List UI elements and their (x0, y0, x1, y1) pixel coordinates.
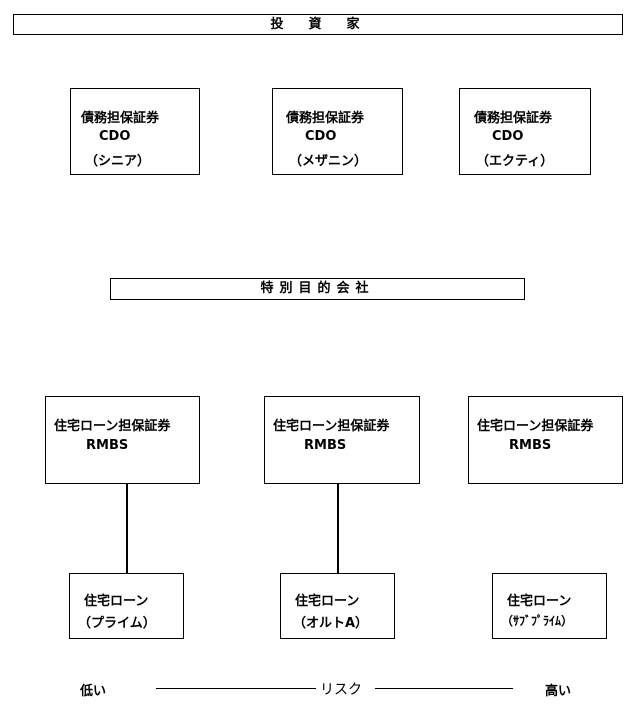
cdo-title: 債務担保証券 (286, 111, 365, 126)
spv-bar: 特別目的会社 (110, 278, 525, 300)
cdo-title: 債務担保証券 (81, 111, 160, 126)
rmbs-code: RMBS (86, 438, 129, 453)
risk-rule-right (375, 688, 513, 689)
investors-bar: 投 資 家 (13, 14, 623, 35)
risk-high-label: 高い (545, 684, 572, 699)
cdo-code: CDO (99, 129, 131, 144)
connector-line-1 (126, 484, 128, 573)
rmbs-title: 住宅ローン担保証券 (54, 419, 171, 434)
risk-label: リスク (320, 682, 362, 698)
rmbs-box-3: 住宅ローン担保証券 RMBS (468, 396, 623, 484)
loan-title: 住宅ローン (84, 594, 149, 609)
loan-box-subprime: 住宅ローン （ｻﾌﾞﾌﾟﾗｲﾑ） (492, 573, 607, 639)
investors-label: 投 資 家 (270, 17, 366, 32)
loan-title: 住宅ローン (507, 594, 572, 609)
loan-grade: （オルトA） (293, 616, 369, 631)
cdo-title: 債務担保証券 (474, 111, 553, 126)
loan-grade: （プライム） (78, 616, 156, 631)
cdo-code: CDO (492, 129, 524, 144)
cdo-box-equity: 債務担保証券 CDO （エクティ） (459, 88, 591, 175)
rmbs-box-2: 住宅ローン担保証券 RMBS (264, 396, 420, 484)
rmbs-box-1: 住宅ローン担保証券 RMBS (45, 396, 200, 484)
loan-grade: （ｻﾌﾞﾌﾟﾗｲﾑ） (501, 614, 574, 628)
rmbs-title: 住宅ローン担保証券 (477, 419, 594, 434)
cdo-box-senior: 債務担保証券 CDO （シニア） (70, 88, 200, 175)
rmbs-code: RMBS (304, 438, 347, 453)
loan-box-prime: 住宅ローン （プライム） (69, 573, 184, 639)
loan-box-alt-a: 住宅ローン （オルトA） (280, 573, 395, 639)
cdo-box-mezzanine: 債務担保証券 CDO （メザニン） (272, 88, 403, 175)
cdo-tranche: （シニア） (85, 154, 151, 169)
connector-line-2 (337, 484, 339, 573)
cdo-code: CDO (305, 129, 337, 144)
risk-rule-left (156, 688, 316, 689)
risk-low-label: 低い (80, 684, 107, 699)
cdo-tranche: （メザニン） (289, 154, 368, 169)
spv-label: 特別目的会社 (260, 281, 375, 296)
loan-title: 住宅ローン (295, 594, 360, 609)
rmbs-title: 住宅ローン担保証券 (273, 419, 390, 434)
rmbs-code: RMBS (509, 438, 552, 453)
cdo-tranche: （エクティ） (476, 154, 554, 169)
